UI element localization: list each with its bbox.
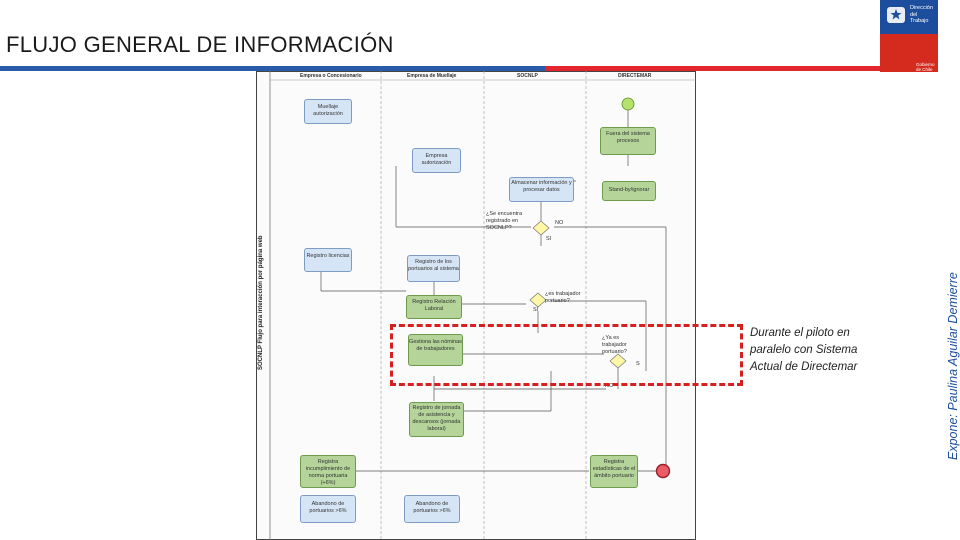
task-registra-estadisticas: Registra estadísticas de el ámbito portu…	[590, 455, 638, 488]
task-abandono-portuarios-1: Abandono de portuarios >6%	[300, 495, 356, 523]
edge-label-no-2: NO	[605, 383, 614, 389]
task-registro-licencias: Registro licencias	[304, 248, 352, 272]
presenter-credit: Expone: Paulina Aguilar Demierre	[946, 272, 960, 460]
lane-header-muellaje: Empresa de Muellaje	[407, 73, 457, 79]
lane-header-socnlp: SOCNLP	[517, 73, 538, 79]
task-registra-incumplimiento: Registra incumplimiento de norma portuar…	[300, 455, 356, 488]
gateway-label-es-trabajador: ¿es trabajador portuario?	[545, 291, 581, 304]
edge-label-si-1: SI	[546, 236, 552, 242]
edge-label-s: S	[636, 361, 640, 367]
task-registro-portuarios: Registro de los portuarios al sistema	[407, 255, 460, 282]
task-empresa-autorizacion: Empresa autorización	[412, 148, 461, 173]
page-title: FLUJO GENERAL DE INFORMACIÓN	[6, 32, 394, 57]
gateway-label-ya-es-trabajador: ¿Ya es trabajador portuario?	[602, 335, 627, 355]
lane-header-directemar: DIRECTEMAR	[618, 73, 652, 79]
task-gestiona-nominas: Gestiona las nóminas de trabajadores	[408, 334, 463, 366]
task-fuera-del-sistema: Fuera del sistema procesos	[600, 127, 656, 155]
task-stand-by: Stand-by/ignorar	[602, 181, 656, 201]
task-almacenar-informacion: Almacenar información y procesar datos	[509, 177, 574, 202]
coat-of-arms-icon	[887, 7, 905, 23]
task-registro-relacion-laboral: Registro Relación Laboral	[406, 295, 462, 319]
task-registro-jornada: Registro de jornada de asistencia y desc…	[409, 402, 464, 437]
title-underline-blue	[0, 66, 545, 71]
pilot-note: Durante el piloto en paralelo con Sistem…	[750, 327, 858, 373]
edge-label-no-1: NO	[555, 220, 564, 226]
lane-header-empresa: Empresa o Concesionario	[300, 73, 362, 79]
government-label: Gobierno de Chile	[916, 62, 935, 72]
pilot-highlight-box	[390, 324, 743, 386]
task-muellaje-autorizacion: Muellaje autorización	[304, 99, 352, 124]
gateway-label-registrado: ¿Se encuentra registrado en SOCNLP?	[486, 211, 523, 231]
institution-logo: Dirección del Trabajo Gobierno de Chile	[880, 0, 938, 72]
title-underline-red	[545, 66, 880, 71]
task-abandono-portuarios-2: Abandono de portuarios >6%	[404, 495, 460, 523]
edge-label-si-2: SI	[533, 307, 539, 313]
institution-name: Dirección del Trabajo	[910, 5, 933, 25]
flow-lines	[269, 71, 696, 540]
